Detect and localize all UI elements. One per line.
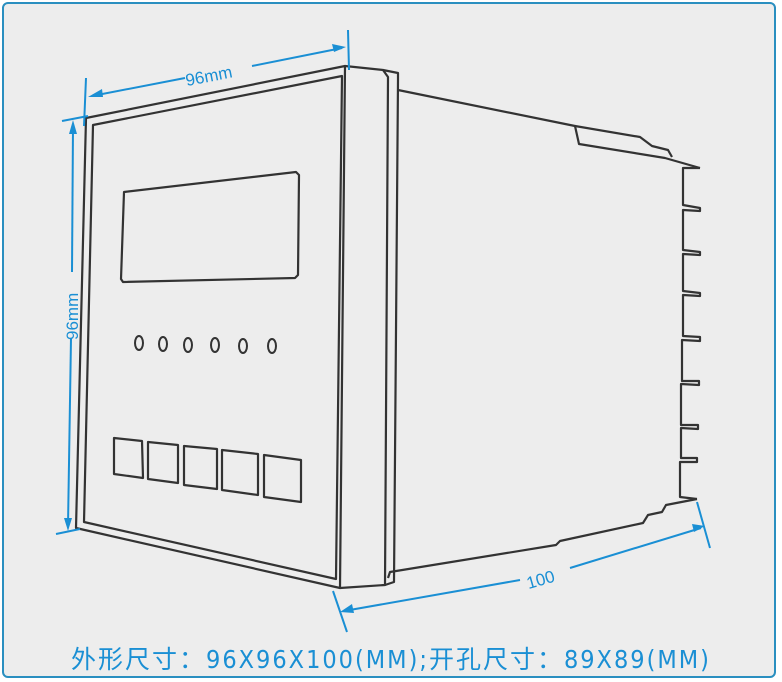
led-2 — [158, 336, 168, 352]
button-1 — [112, 436, 145, 480]
indicator-leds — [134, 335, 277, 354]
front-bezel-outer — [74, 64, 347, 590]
led-3 — [183, 337, 193, 353]
led-6 — [267, 338, 277, 354]
button-2 — [146, 440, 180, 485]
front-bezel-inner — [82, 74, 344, 581]
depth-dimension-label: 100 — [524, 567, 557, 593]
height-dimension-label: 96mm — [63, 293, 82, 340]
width-dimension-label: 96mm — [184, 62, 234, 90]
button-5 — [262, 453, 303, 504]
display-window — [119, 170, 301, 284]
dimension-caption: 外形尺寸：96X96X100(MM);开孔尺寸：89X89(MM) — [71, 645, 711, 674]
bezel-side — [339, 64, 390, 590]
terminal-block — [678, 166, 702, 501]
housing-bottom — [386, 497, 698, 579]
button-3 — [182, 444, 219, 491]
front-buttons — [112, 436, 303, 504]
button-4 — [220, 448, 260, 497]
led-5 — [238, 338, 248, 354]
led-1 — [134, 335, 144, 351]
housing-top — [397, 88, 701, 170]
led-4 — [210, 337, 220, 353]
